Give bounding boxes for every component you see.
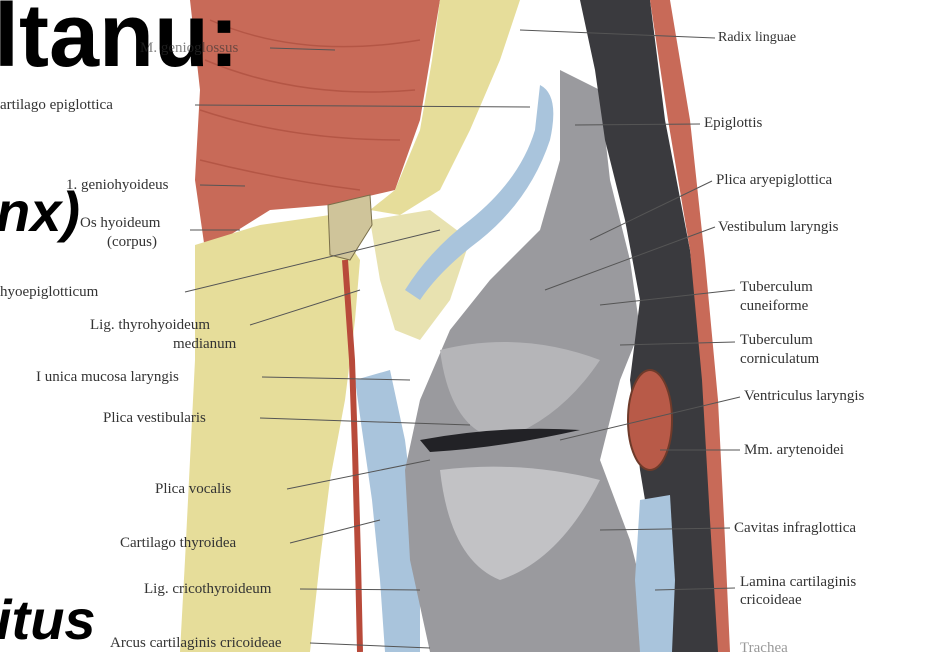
label-plica-aryepiglottica: Plica aryepiglottica xyxy=(716,172,832,189)
label-tuberculum-cuneiforme-1: Tuberculum xyxy=(740,279,813,296)
label-mm-arytenoidei: Mm. arytenoidei xyxy=(744,442,844,459)
label-arcus-cartilaginis: Arcus cartilaginis cricoideae xyxy=(110,635,282,652)
label-corpus: (corpus) xyxy=(107,234,157,251)
arytenoid-muscle xyxy=(628,370,672,470)
label-ventriculus-laryngis: Ventriculus laryngis xyxy=(744,388,864,405)
bottom-fragment: itus xyxy=(0,588,96,652)
label-medianum: medianum xyxy=(173,336,236,353)
label-os-hyoideum: Os hyoideum xyxy=(80,215,160,232)
label-trachea: Trachea xyxy=(740,640,788,657)
label-tunica-mucosa: I unica mucosa laryngis xyxy=(36,369,179,386)
label-lig-hyoepiglotticum: hyoepiglotticum xyxy=(0,284,98,301)
label-tuberculum-corniculatum-1: Tuberculum xyxy=(740,332,813,349)
label-lig-cricothyroideum: Lig. cricothyroideum xyxy=(144,581,271,598)
label-lamina-2: cricoideae xyxy=(740,592,802,609)
label-m-geniohyoideus: 1. geniohyoideus xyxy=(66,177,169,194)
cricoid-lamina xyxy=(635,495,675,652)
label-cartilago-epiglottica: artilago epiglottica xyxy=(0,97,113,114)
label-plica-vestibularis: Plica vestibularis xyxy=(103,410,206,427)
label-cartilago-thyroidea: Cartilago thyroidea xyxy=(120,535,236,552)
label-vestibulum-laryngis: Vestibulum laryngis xyxy=(718,219,838,236)
label-plica-vocalis: Plica vocalis xyxy=(155,481,231,498)
label-epiglottis: Epiglottis xyxy=(704,115,762,132)
label-m-genioglossus: M. genioglossus xyxy=(140,40,238,57)
label-cavitas-infraglottica: Cavitas infraglottica xyxy=(734,520,856,537)
label-tuberculum-corniculatum-2: corniculatum xyxy=(740,351,819,368)
label-lig-thyrohyoideum: Lig. thyrohyoideum xyxy=(90,317,210,334)
label-lamina-1: Lamina cartilaginis xyxy=(740,574,856,591)
label-radix-linguae: Radix linguae xyxy=(718,29,796,46)
label-tuberculum-cuneiforme-2: cuneiforme xyxy=(740,298,808,315)
